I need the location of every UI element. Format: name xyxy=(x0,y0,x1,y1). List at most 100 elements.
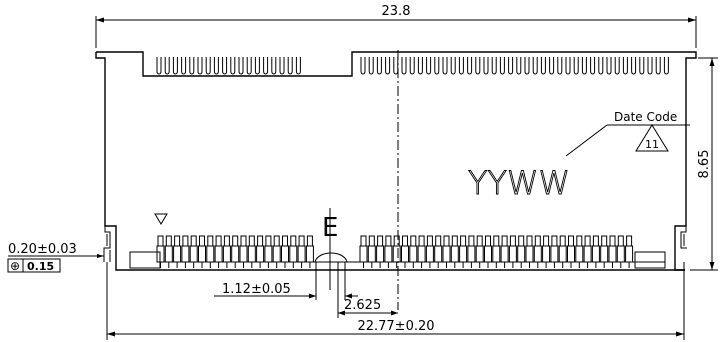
bottom-pin-upper xyxy=(451,235,458,247)
top-pin xyxy=(295,57,301,75)
top-pin xyxy=(401,57,407,75)
bottom-pin-upper xyxy=(182,235,189,247)
bottom-pin-upper xyxy=(609,235,616,247)
bottom-pin-lower xyxy=(500,245,509,263)
top-pin xyxy=(417,57,423,75)
top-pin xyxy=(197,57,203,75)
top-pin xyxy=(189,57,195,75)
top-pin xyxy=(647,57,653,75)
bottom-pin-upper xyxy=(435,235,442,247)
top-pin xyxy=(164,57,170,75)
bottom-pin-lower xyxy=(392,245,401,263)
bottom-pin-lower xyxy=(281,245,289,263)
top-pin xyxy=(360,57,366,75)
top-pin xyxy=(508,57,514,75)
bottom-pin-upper xyxy=(368,235,375,247)
top-pin xyxy=(549,57,555,75)
bottom-pin-upper xyxy=(377,235,384,247)
top-pin xyxy=(606,57,612,75)
top-contact-pins-left xyxy=(156,57,301,75)
bottom-pin-upper xyxy=(248,235,255,247)
top-pin xyxy=(181,57,187,75)
bottom-pin-lower xyxy=(305,245,314,263)
bottom-pin-upper xyxy=(518,235,525,247)
bottom-pin-upper xyxy=(559,235,566,247)
bottom-pin-lower xyxy=(442,245,451,263)
bottom-pin-lower xyxy=(181,245,190,263)
height-label: 8.65 xyxy=(697,150,712,179)
top-contact-pins-right xyxy=(360,57,669,75)
bottom-pin-upper xyxy=(485,235,491,247)
top-pin xyxy=(532,57,538,75)
bottom-pin-lower xyxy=(558,245,567,263)
top-pin xyxy=(565,57,571,75)
bottom-pin-upper xyxy=(418,235,425,247)
top-pin xyxy=(238,57,244,75)
bottom-pin-lower xyxy=(450,245,459,263)
top-pin xyxy=(573,57,579,75)
bottom-pin-upper xyxy=(207,235,214,247)
bottom-pin-upper xyxy=(576,235,583,247)
top-pin xyxy=(263,57,269,75)
bottom-pin-upper xyxy=(257,235,264,247)
top-pin xyxy=(655,57,661,75)
top-pin xyxy=(450,57,456,75)
top-pin xyxy=(475,57,481,75)
position-tolerance-label: 0.15 xyxy=(27,260,54,273)
bottom-pin-lower xyxy=(401,245,409,263)
bottom-pin-upper xyxy=(298,235,305,247)
bottom-pin-lower xyxy=(600,245,609,263)
top-pin xyxy=(393,57,399,75)
key-offset-label: 2.625 xyxy=(344,298,381,313)
bottom-pin-lower xyxy=(508,245,517,263)
top-pin xyxy=(614,57,620,75)
overall-width-label: 23.8 xyxy=(382,4,411,19)
key-marker: E xyxy=(322,208,338,290)
top-pin xyxy=(246,57,252,75)
top-pin xyxy=(385,57,391,75)
bottom-pin-upper xyxy=(526,235,533,247)
pitch-offset-label: 1.12±0.05 xyxy=(222,282,291,297)
bottom-pin-lower xyxy=(484,245,492,263)
bottom-pin-upper xyxy=(282,235,288,247)
date-code-annotation: Date Code 11 YYWW xyxy=(468,110,690,202)
bottom-pin-lower xyxy=(198,245,206,263)
bottom-pin-upper xyxy=(174,235,181,247)
bottom-pin-lower xyxy=(583,245,592,263)
bottom-pin-upper xyxy=(509,235,516,247)
bottom-pin-lower xyxy=(272,245,281,263)
bottom-pin-lower xyxy=(206,245,215,263)
bottom-pin-upper xyxy=(617,235,624,247)
bottom-pin-upper xyxy=(468,235,475,247)
bottom-pin-lower xyxy=(164,245,173,263)
bottom-pin-upper xyxy=(157,235,164,247)
bottom-pin-upper xyxy=(568,235,574,247)
bottom-pin-upper xyxy=(426,235,433,247)
top-pin xyxy=(598,57,604,75)
bottom-pin-upper xyxy=(592,235,599,247)
bottom-pin-lower xyxy=(384,245,393,263)
bottom-pin-lower xyxy=(591,245,600,263)
bottom-pin-lower xyxy=(214,245,223,263)
key-offset-dimension: 2.625 xyxy=(337,262,398,318)
bottom-pin-upper xyxy=(165,235,172,247)
bottom-pin-lower xyxy=(173,245,182,263)
revision-triangle-icon xyxy=(635,124,669,152)
bottom-pin-lower xyxy=(297,245,306,263)
top-pin xyxy=(516,57,522,75)
top-pin xyxy=(172,57,178,75)
bottom-pin-upper xyxy=(460,235,467,247)
bottom-pin-upper xyxy=(265,235,272,247)
pitch-offset-dimension: 1.12±0.05 xyxy=(214,262,358,300)
top-pin xyxy=(491,57,497,75)
bottom-pin-lower xyxy=(434,245,443,263)
bottom-pin-lower xyxy=(359,245,368,263)
bottom-pin-upper xyxy=(360,235,367,247)
bottom-pin-lower xyxy=(475,245,484,263)
top-pin xyxy=(663,57,669,75)
top-pin xyxy=(540,57,546,75)
date-code-ref: 11 xyxy=(645,138,659,151)
bottom-pin-lower xyxy=(517,245,526,263)
top-pin xyxy=(376,57,382,75)
